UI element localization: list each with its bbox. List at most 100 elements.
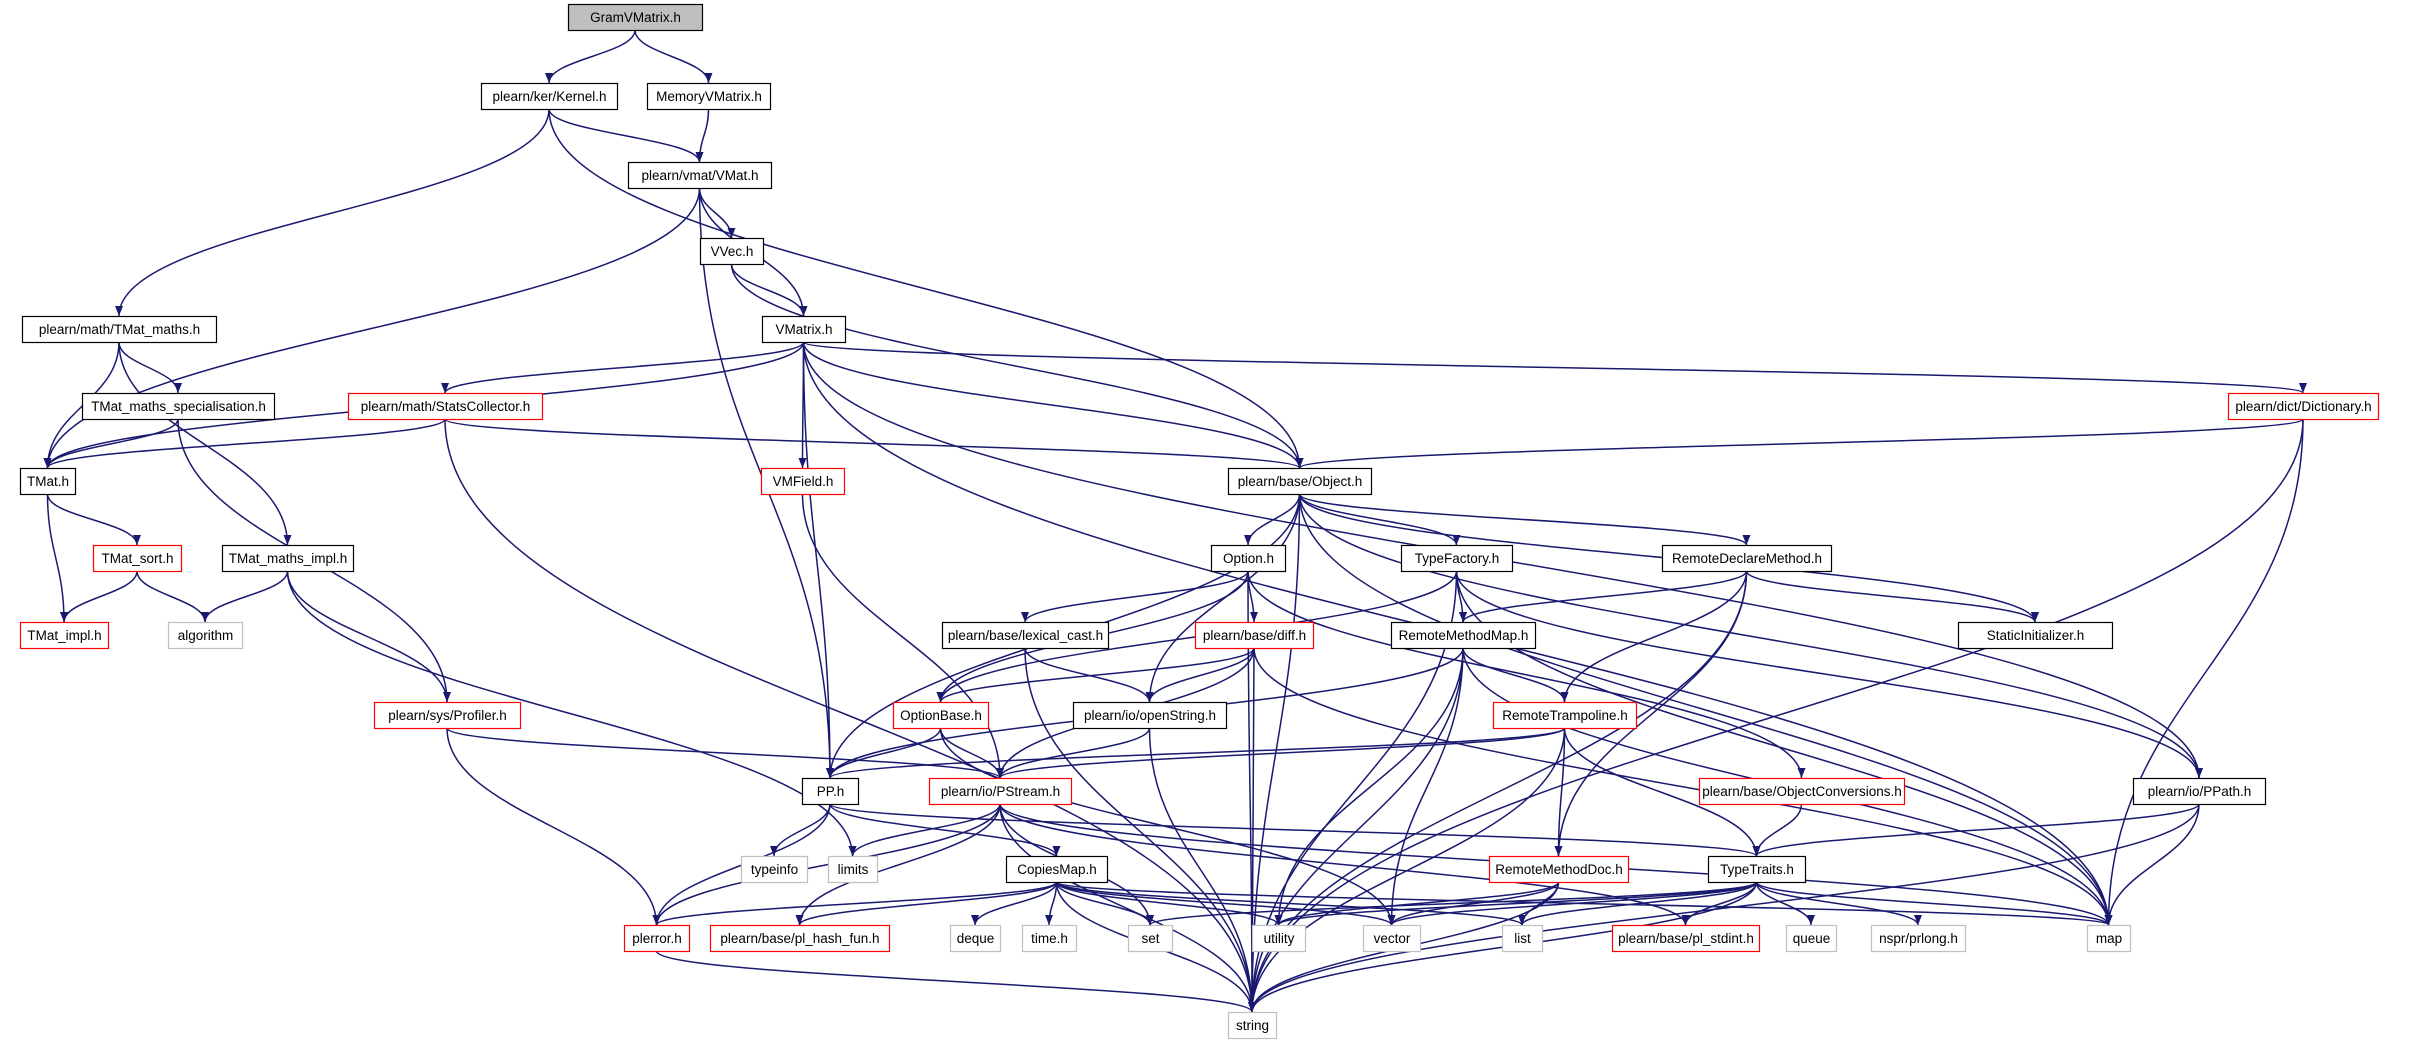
node-remotetramp[interactable]: RemoteTrampoline.h — [1492, 701, 1638, 730]
edge-remotedeclare-to-remotemethodmap — [1459, 570, 1748, 623]
node-box — [1127, 924, 1174, 953]
node-box — [2132, 777, 2267, 806]
node-label: plearn/base/pl_stdint.h — [1618, 931, 1754, 946]
edge-typetraits-to-utility — [1274, 881, 1758, 926]
edge-copiesmap-to-plerror — [652, 881, 1058, 926]
node-box — [1194, 621, 1315, 650]
node-box — [1785, 924, 1838, 953]
node-box — [699, 237, 765, 266]
node-label: Option.h — [1223, 551, 1274, 566]
node-vmfield[interactable]: VMField.h — [760, 467, 846, 496]
edge-option-to-objconv — [1247, 570, 1806, 779]
edge-tmatsort-to-algorithm — [136, 570, 209, 623]
node-timeh: time.h — [1021, 924, 1078, 953]
edge-vvec-to-vmatrix — [730, 263, 808, 317]
edge-remotetramp-to-pp — [826, 727, 1566, 779]
node-profiler[interactable]: plearn/sys/Profiler.h — [373, 701, 522, 730]
node-stdint[interactable]: plearn/base/pl_stdint.h — [1611, 924, 1761, 953]
node-tmatsort[interactable]: TMat_sort.h — [92, 544, 183, 573]
node-box — [373, 701, 522, 730]
node-label: time.h — [1031, 931, 1068, 946]
node-vmat[interactable]: plearn/vmat/VMat.h — [627, 161, 773, 190]
node-box — [1072, 701, 1228, 730]
node-box — [1227, 1011, 1278, 1040]
node-label: plearn/io/PPath.h — [2148, 784, 2252, 799]
edge-vmatrix-to-pp — [802, 341, 834, 779]
node-tmatmathsimpl[interactable]: TMat_maths_impl.h — [221, 544, 355, 573]
node-box — [949, 924, 1002, 953]
node-dictionary[interactable]: plearn/dict/Dictionary.h — [2227, 392, 2380, 421]
edge-object-to-remotedeclare — [1298, 493, 1751, 546]
node-diff[interactable]: plearn/base/diff.h — [1194, 621, 1315, 650]
node-box — [1488, 855, 1630, 884]
node-openstring[interactable]: plearn/io/openString.h — [1072, 701, 1228, 730]
node-typetraits[interactable]: TypeTraits.h — [1707, 855, 1807, 884]
node-label: TypeFactory.h — [1415, 551, 1500, 566]
edge-memvm-to-vmat — [695, 108, 710, 163]
edge-vmat-to-vvec — [698, 187, 736, 239]
node-label: map — [2096, 931, 2122, 946]
node-box — [1390, 621, 1537, 650]
node-tmat[interactable]: TMat.h — [19, 467, 77, 496]
node-tmatspec[interactable]: TMat_maths_specialisation.h — [81, 392, 276, 421]
node-copiesmap[interactable]: CopiesMap.h — [1005, 855, 1109, 884]
edge-tmatmathsimpl-to-limits — [286, 570, 857, 857]
node-remotemethoddoc[interactable]: RemoteMethodDoc.h — [1488, 855, 1630, 884]
edge-pp-to-typeinfo — [770, 803, 831, 857]
node-remotedeclare[interactable]: RemoteDeclareMethod.h — [1661, 544, 1833, 573]
node-label: TMat_sort.h — [101, 551, 173, 566]
edge-remotemethodmap-to-remotetramp — [1462, 647, 1569, 703]
node-box — [81, 392, 276, 421]
node-tmatmaths[interactable]: plearn/math/TMat_maths.h — [21, 315, 218, 344]
edge-copiesmap-to-deque — [971, 881, 1058, 926]
node-kernel[interactable]: plearn/ker/Kernel.h — [480, 82, 619, 111]
node-label: GramVMatrix.h — [590, 10, 681, 25]
edge-kernel-to-tmatmaths — [115, 108, 550, 317]
node-queue: queue — [1785, 924, 1838, 953]
node-pstream[interactable]: plearn/io/PStream.h — [928, 777, 1073, 806]
node-limits: limits — [827, 855, 879, 884]
node-ppath[interactable]: plearn/io/PPath.h — [2132, 777, 2267, 806]
node-vvec[interactable]: VVec.h — [699, 237, 765, 266]
node-tmatimpl[interactable]: TMat_impl.h — [19, 621, 110, 650]
node-set: set — [1127, 924, 1174, 953]
edge-vvec-to-object — [730, 263, 1304, 469]
node-lexicalcast[interactable]: plearn/base/lexical_cast.h — [941, 621, 1110, 650]
node-box — [760, 467, 846, 496]
node-label: VMField.h — [773, 474, 834, 489]
edge-object-to-option — [1244, 493, 1301, 546]
node-option[interactable]: Option.h — [1210, 544, 1287, 573]
node-label: vector — [1374, 931, 1411, 946]
node-hashfun[interactable]: plearn/base/pl_hash_fun.h — [709, 924, 891, 953]
node-memvm[interactable]: MemoryVMatrix.h — [646, 82, 772, 111]
node-label: RemoteMethodDoc.h — [1495, 862, 1623, 877]
node-optionbase[interactable]: OptionBase.h — [892, 701, 990, 730]
node-utility: utility — [1251, 924, 1307, 953]
node-statscol[interactable]: plearn/math/StatsCollector.h — [347, 392, 544, 421]
node-deque: deque — [949, 924, 1002, 953]
node-pp[interactable]: PP.h — [801, 777, 860, 806]
node-staticinit[interactable]: StaticInitializer.h — [1957, 621, 2114, 650]
node-remotemethodmap[interactable]: RemoteMethodMap.h — [1390, 621, 1537, 650]
edge-vmatrix-to-statscol — [441, 341, 805, 394]
node-box — [1661, 544, 1833, 573]
node-gram[interactable]: GramVMatrix.h — [567, 3, 704, 32]
node-typefactory[interactable]: TypeFactory.h — [1400, 544, 1514, 573]
edge-plerror-to-string — [655, 950, 1256, 1013]
node-object[interactable]: plearn/base/Object.h — [1227, 467, 1373, 496]
node-plerror[interactable]: plerror.h — [623, 924, 691, 953]
node-label: queue — [1793, 931, 1831, 946]
node-label: plearn/vmat/VMat.h — [641, 168, 758, 183]
node-box — [2227, 392, 2380, 421]
node-label: RemoteTrampoline.h — [1502, 708, 1628, 723]
node-box — [1362, 924, 1422, 953]
node-box — [646, 82, 772, 111]
node-objconv[interactable]: plearn/base/ObjectConversions.h — [1698, 777, 1906, 806]
node-box — [1698, 777, 1906, 806]
node-label: deque — [957, 931, 995, 946]
node-label: VVec.h — [711, 244, 754, 259]
node-box — [892, 701, 990, 730]
node-vmatrix[interactable]: VMatrix.h — [761, 315, 847, 344]
node-prlong: nspr/prlong.h — [1870, 924, 1967, 953]
